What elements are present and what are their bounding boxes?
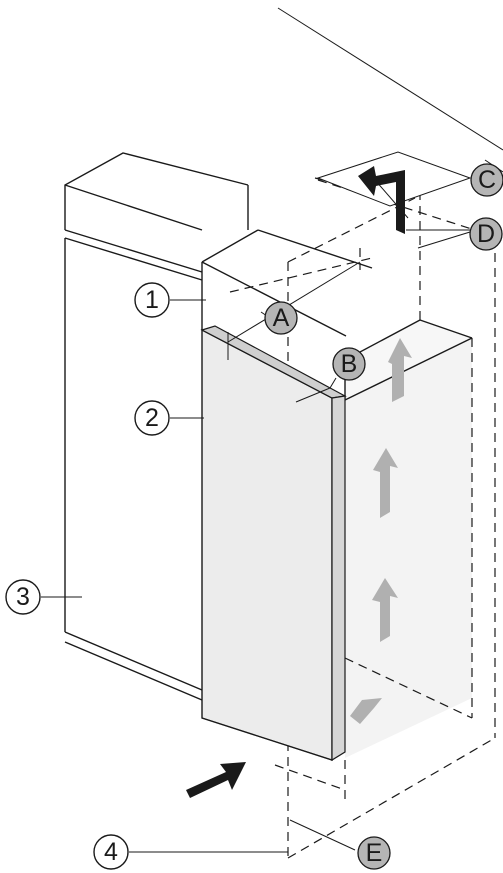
dimension-a-label: A (273, 304, 290, 332)
callout-3-label: 3 (16, 583, 30, 611)
callout-3: 3 (5, 579, 41, 615)
air-arrow-diagonal (350, 698, 382, 724)
intake-arrow-icon (186, 762, 246, 798)
appliance-door (200, 325, 347, 762)
callout-4: 4 (93, 834, 129, 870)
air-arrow-up-2 (373, 448, 398, 518)
callout-4-label: 4 (104, 838, 118, 866)
dimension-c-label: C (478, 166, 496, 194)
exhaust-arrow-icon (358, 166, 405, 234)
callout-2-label: 2 (145, 404, 159, 432)
callout-2: 2 (134, 400, 170, 436)
dimension-e-label: E (366, 839, 383, 867)
dimension-marker-d: D (469, 217, 503, 251)
wall-lines (277, 7, 503, 173)
airflow-arrows (350, 338, 412, 724)
dimension-marker-a: A (264, 301, 298, 335)
dimension-d-label: D (477, 220, 495, 248)
air-arrow-up-3 (372, 578, 398, 642)
dimension-b-label: B (341, 350, 358, 378)
dimension-lines (227, 229, 471, 851)
air-arrow-up-1 (388, 338, 412, 402)
appliance-body (344, 319, 473, 758)
callout-1-label: 1 (145, 286, 159, 314)
dimension-marker-b: B (332, 347, 366, 381)
upper-cabinet-box (201, 185, 373, 337)
black-arrows (186, 166, 405, 798)
dimension-marker-c: C (470, 163, 503, 197)
dimension-marker-e: E (357, 836, 391, 870)
callout-1: 1 (134, 282, 170, 318)
